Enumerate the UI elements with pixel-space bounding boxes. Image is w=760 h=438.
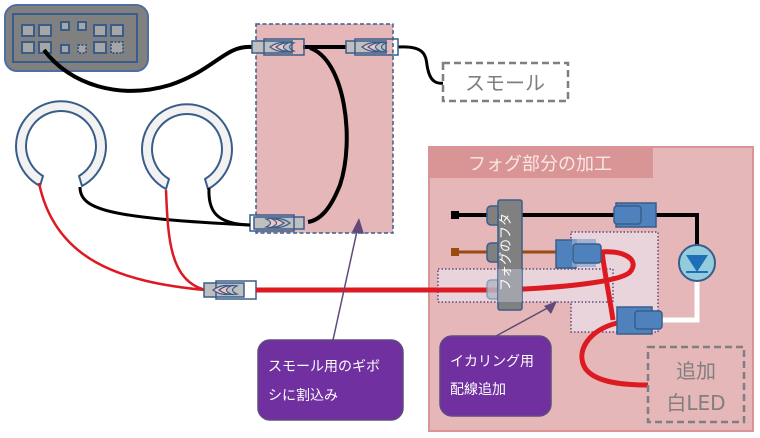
wire-black-to-led xyxy=(650,213,699,258)
switch-panel xyxy=(4,4,149,72)
white-led-diode xyxy=(678,244,716,282)
connector-top-left xyxy=(251,38,305,56)
added-led-box xyxy=(646,345,746,424)
blue-connector-top xyxy=(613,202,657,228)
small-light-box xyxy=(441,61,570,103)
callout-ikaring-line1: イカリング用 xyxy=(450,354,534,370)
connector-top-right xyxy=(345,38,399,56)
wire-black-small xyxy=(397,45,446,85)
blue-connector-bottom xyxy=(616,306,663,335)
wire-red-fog-inner xyxy=(499,249,636,293)
connector-red xyxy=(203,280,257,300)
callout-ikaring-arrowhead xyxy=(544,301,557,314)
ring-light-left xyxy=(15,100,107,187)
wire-white-led xyxy=(660,275,700,323)
callout-ikaring-pointer xyxy=(495,304,554,337)
fog-cover: フォグのフタ xyxy=(486,199,523,311)
wire-red-ring-left xyxy=(37,182,206,292)
ring-light-right xyxy=(141,103,233,190)
wire-black-ring-left xyxy=(78,186,251,227)
callout-splice-line1: スモール用のギボ xyxy=(268,359,380,375)
callout-splice: スモール用のギボ シに割込み xyxy=(257,339,404,421)
wire-end-black xyxy=(451,211,459,219)
added-led-line1: 追加 xyxy=(676,359,716,383)
callout-ikaring: イカリング用 配線追加 xyxy=(439,335,552,417)
callout-splice-pointer xyxy=(332,221,360,341)
small-light-label: スモール xyxy=(465,71,545,95)
wire-black-switch xyxy=(42,44,253,93)
connector-bottom xyxy=(249,214,305,232)
added-led-line2: 白LED xyxy=(666,391,725,415)
switch-buttons xyxy=(21,21,124,54)
wire-black-loop xyxy=(307,46,349,224)
fog-cover-label: フォグのフタ xyxy=(499,213,514,291)
fog-section-title: フォグ部分の加工 xyxy=(468,154,612,175)
wire-black-ring-right xyxy=(207,187,251,227)
wire-red-to-led xyxy=(579,320,649,388)
blue-connector-middle xyxy=(555,239,602,269)
wire-red-ring-right xyxy=(164,189,206,292)
callout-ikaring-line2: 配線追加 xyxy=(450,382,506,398)
wire-end-brown xyxy=(451,248,459,256)
wire-red-loop-down xyxy=(599,251,616,321)
callout-splice-line2: シに割込み xyxy=(268,387,338,404)
callout-splice-arrowhead xyxy=(352,218,364,234)
